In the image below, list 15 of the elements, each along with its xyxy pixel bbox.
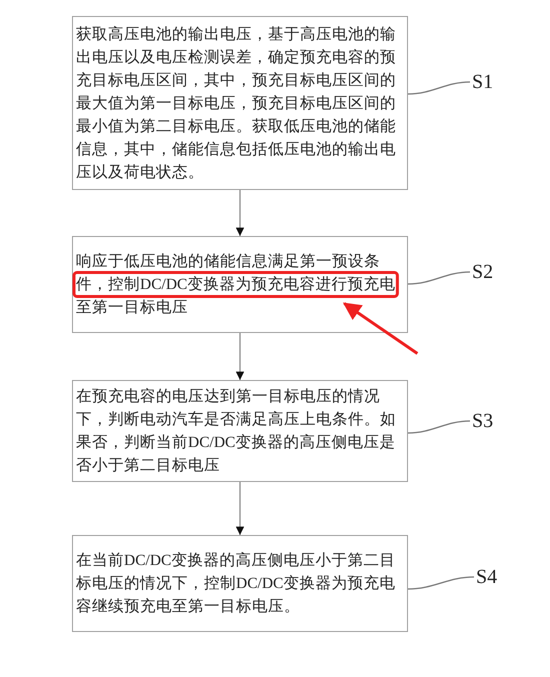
arrow <box>236 333 244 380</box>
leader-line <box>408 81 470 95</box>
arrow <box>236 190 244 236</box>
step-label: S1 <box>472 70 502 94</box>
leader-line <box>408 576 474 590</box>
arrow <box>236 482 244 535</box>
process-box: 响应于低压电池的储能信息满足第一预设条件，控制DC/DC变换器为预充电容进行预充电至第一目标电压 <box>72 236 408 333</box>
process-box: 在预充电容的电压达到第一目标电压的情况下，判断电动汽车是否满足高压上电条件。如果否，判断当前DC/DC变换器的高压侧电压是否小于第二目标电压 <box>72 380 408 482</box>
process-box: 获取高压电池的输出电压，基于高压电池的输出电压以及电压检测误差，确定预充电容的预充目标电压区间，其中，预充目标电压区间的最大值为第一目标电压，预充目标电压区间的最小值为第二目标电压。获取低压电池的储能信息，其中，储能信息包括低压电池的输出电压以及荷电状态。 <box>72 16 408 190</box>
step-label: S3 <box>472 409 502 433</box>
leader-line <box>408 271 470 285</box>
leader-line <box>408 420 470 434</box>
step-label: S2 <box>472 260 502 284</box>
process-box: 在当前DC/DC变换器的高压侧电压小于第二目标电压的情况下，控制DC/DC变换器为预充电容继续预充电至第一目标电压。 <box>72 535 408 632</box>
step-label: S4 <box>476 565 506 589</box>
